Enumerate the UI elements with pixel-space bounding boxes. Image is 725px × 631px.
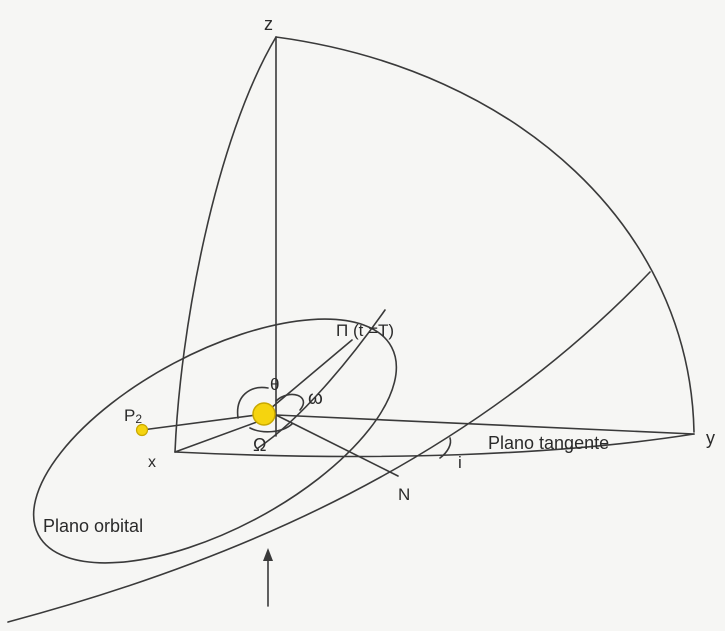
sphere-meridian-arc [174,36,277,453]
p2-label-main: P [124,406,135,425]
inclination-arc [439,437,452,459]
sun-body [252,402,276,426]
planet-p2 [135,423,149,437]
big-omega-angle-arc [249,423,293,433]
big-omega-label: Ω [253,435,266,455]
orbital-plane-boundary [7,271,651,623]
view-arrow-head [263,548,273,561]
radius-to-p2 [141,413,265,431]
p2-label-subscript: 2 [135,412,142,426]
radius-to-periapsis [263,339,353,415]
y-axis [275,414,695,435]
tangent-plane-label: Plano tangente [488,433,609,453]
y-axis-label: y [706,428,715,448]
periapsis-label: Π (t =T) [336,321,394,340]
node-line [275,414,399,477]
orbital-plane-label: Plano orbital [43,516,143,536]
sphere-outer-arc [275,36,695,433]
orbit-ellipse [32,318,398,564]
theta-label: θ [270,375,279,394]
omega-label: ω [308,388,323,409]
node-label: N [398,485,410,504]
tangent-plane-edge [174,433,695,458]
inclination-label: i [458,453,462,472]
x-axis-label: x [148,454,156,471]
p2-label: P2 [124,406,142,426]
z-axis-label: z [264,14,273,34]
omega-angle-arc [275,393,305,411]
theta-angle-arc [236,386,269,419]
